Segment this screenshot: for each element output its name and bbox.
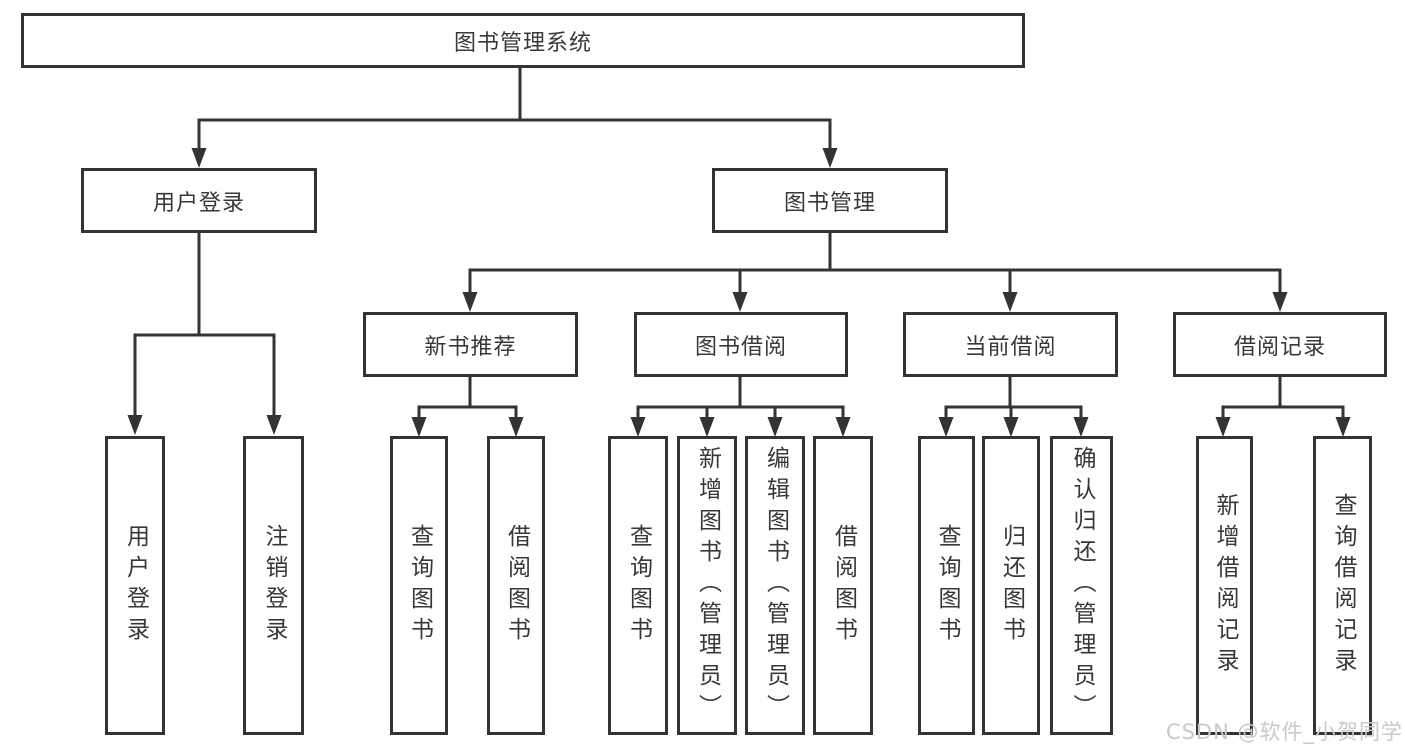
node-label: 编辑图书（管理员） <box>762 446 789 725</box>
node-user-login-branch: 用户登录 <box>81 168 317 233</box>
leaf-query-book-1: 查询图书 <box>390 436 448 735</box>
node-label: 当前借阅 <box>964 334 1057 360</box>
node-label: 用户登录 <box>152 190 245 216</box>
node-label: 查询图书 <box>934 523 960 648</box>
leaf-query-book-3: 查询图书 <box>918 436 975 735</box>
connector-book-borrow-to-leaves <box>636 377 845 430</box>
leaf-user-login: 用户登录 <box>105 436 165 735</box>
node-label: 用户登录 <box>122 523 149 648</box>
node-label: 图书管理 <box>783 190 876 216</box>
node-label: 图书管理系统 <box>453 30 592 56</box>
leaf-borrow-book-1: 借阅图书 <box>487 436 545 735</box>
node-label: 确认归还（管理员） <box>1069 446 1095 725</box>
connector-root-to-level1 <box>197 68 832 160</box>
node-label: 查询图书 <box>625 523 652 648</box>
node-label: 新书推荐 <box>424 334 517 360</box>
node-new-book-recommend: 新书推荐 <box>363 312 578 377</box>
leaf-borrow-book-2: 借阅图书 <box>813 436 873 735</box>
leaf-query-book-2: 查询图书 <box>608 436 668 735</box>
node-label: 借阅记录 <box>1233 334 1326 360</box>
connector-user-login-to-leaves <box>133 233 276 428</box>
node-label: 归还图书 <box>998 523 1025 648</box>
node-label: 注销登录 <box>261 523 287 648</box>
node-root-system: 图书管理系统 <box>21 13 1025 68</box>
node-label: 借阅图书 <box>830 523 857 648</box>
node-label: 借阅图书 <box>503 523 530 648</box>
connector-new-book-to-leaves <box>417 377 518 430</box>
node-label: 查询借阅记录 <box>1330 492 1356 679</box>
csdn-watermark: CSDN @软件_小贺同学 <box>1165 720 1403 744</box>
leaf-edit-book-admin: 编辑图书（管理员） <box>745 436 805 735</box>
connector-book-mgmt-to-level2 <box>468 233 1282 305</box>
leaf-query-borrow-record: 查询借阅记录 <box>1313 436 1372 735</box>
leaf-return-book: 归还图书 <box>982 436 1040 735</box>
connector-borrow-record-to-leaves <box>1221 377 1345 430</box>
node-borrow-record: 借阅记录 <box>1173 312 1387 377</box>
leaf-add-borrow-record: 新增借阅记录 <box>1196 436 1253 735</box>
node-label: 图书借阅 <box>694 334 787 360</box>
node-book-management-branch: 图书管理 <box>712 168 948 233</box>
leaf-add-book-admin: 新增图书（管理员） <box>677 436 737 735</box>
node-current-borrow: 当前借阅 <box>903 312 1118 377</box>
leaf-confirm-return-admin: 确认归还（管理员） <box>1050 436 1113 735</box>
arrowheads <box>127 148 1351 437</box>
node-book-borrow: 图书借阅 <box>634 312 848 377</box>
node-label: 新增图书（管理员） <box>694 446 721 725</box>
node-label: 新增借阅记录 <box>1212 492 1238 679</box>
leaf-logout: 注销登录 <box>243 436 304 735</box>
node-label: 查询图书 <box>406 523 433 648</box>
